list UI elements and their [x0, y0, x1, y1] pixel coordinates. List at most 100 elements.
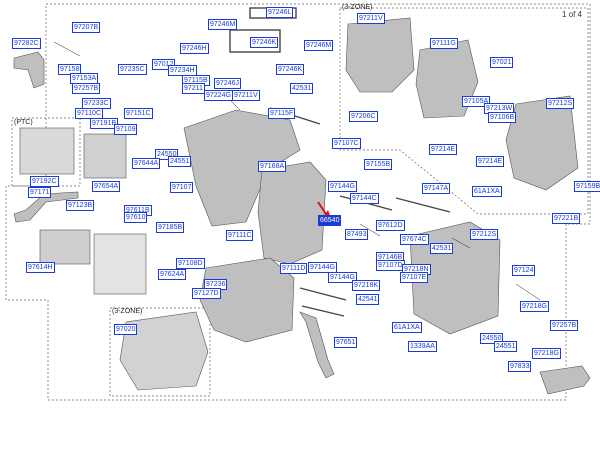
part-tag-97168a[interactable]: 97168A [258, 161, 287, 172]
part-tag-97224g[interactable]: 97224G [204, 90, 233, 101]
part-tag-97191b[interactable]: 97191B [90, 118, 119, 129]
part-tag-24550[interactable]: 24550 [155, 149, 179, 160]
part-tag-97107d[interactable]: 97107D [376, 260, 405, 271]
part-tag-97206c[interactable]: 97206C [349, 111, 378, 122]
part-tag-97218g[interactable]: 97218G [520, 301, 549, 312]
seal-frame-part [229, 29, 281, 53]
highlight-arrow [317, 201, 327, 215]
part-tag-24551-2[interactable]: 24551 [494, 341, 518, 352]
part-tag-97212s[interactable]: 97212S [546, 98, 575, 109]
part-tag-97654a[interactable]: 97654A [92, 181, 121, 192]
part-tag-42541[interactable]: 42541 [356, 294, 380, 305]
part-tag-97214e-2[interactable]: 97214E [476, 156, 505, 167]
part-tag-97221b[interactable]: 97221B [552, 213, 581, 224]
part-tag-97185b[interactable]: 97185B [156, 222, 185, 233]
zone-label-three-zone-top: (3-ZONE) [342, 4, 373, 11]
part-tag-97207b[interactable]: 97207B [72, 22, 101, 33]
part-tag-97246k[interactable]: 97246K [250, 37, 279, 48]
part-tag-97020[interactable]: 97020 [114, 324, 138, 335]
part-tag-61a1xa-2[interactable]: 61A1XA [392, 322, 422, 333]
three-zone-case-right-part [505, 95, 579, 191]
part-tag-24551[interactable]: 24551 [168, 156, 192, 167]
part-tag-97624a[interactable]: 97624A [158, 269, 187, 280]
part-tag-97106b[interactable]: 97106B [488, 112, 517, 123]
part-tag-97235c[interactable]: 97235C [118, 64, 147, 75]
part-tag-97211[interactable]: 97211 [182, 83, 205, 94]
part-tag-97246m[interactable]: 97246M [208, 19, 238, 30]
part-tag-97127d[interactable]: 97127D [192, 288, 221, 299]
part-tag-97108d[interactable]: 97108D [176, 258, 205, 269]
part-tag-42531[interactable]: 42531 [290, 83, 314, 94]
seal-strip-bottom2-part [301, 305, 345, 317]
page-indicator: 1 of 4 [561, 10, 582, 19]
part-tag-97246h[interactable]: 97246H [180, 43, 209, 54]
part-tag-42531-2[interactable]: 42531 [430, 243, 454, 254]
part-tag-87493[interactable]: 87493 [345, 229, 369, 240]
part-tag-97105a[interactable]: 97105A [462, 96, 491, 107]
outline-main [5, 3, 591, 401]
part-tag-97158[interactable]: 97158 [58, 64, 82, 75]
part-tag-97171[interactable]: 97171 [28, 187, 52, 198]
part-tag-97111d[interactable]: 97111D [280, 263, 308, 274]
part-tag-97155b[interactable]: 97155B [364, 159, 393, 170]
part-tag-97674c[interactable]: 97674C [400, 234, 429, 245]
part-tag-1339aa[interactable]: 1339AA [408, 341, 437, 352]
part-tag-24550-2[interactable]: 24550 [480, 333, 504, 344]
part-tag-97111c[interactable]: 97111C [226, 230, 254, 241]
part-tag-97644a[interactable]: 97644A [132, 158, 161, 169]
part-tag-97257b[interactable]: 97257B [72, 83, 101, 94]
part-tag-97144g-3[interactable]: 97144G [328, 272, 357, 283]
leader-line [359, 223, 381, 237]
defrost-duct-part [13, 51, 45, 89]
zone-label-three-zone-bottom: (3-ZONE) [112, 308, 143, 315]
part-tag-97218k[interactable]: 97218K [352, 280, 381, 291]
part-tag-61a1xa[interactable]: 61A1XA [472, 186, 502, 197]
three-zone-case-bottom-part [119, 311, 209, 391]
part-tag-97257b-2[interactable]: 97257B [550, 320, 579, 331]
part-tag-97144g[interactable]: 97144G [328, 181, 357, 192]
part-tag-97144g-2[interactable]: 97144G [308, 262, 337, 273]
part-tag-97115f[interactable]: 97115F [268, 108, 296, 119]
part-tag-97192c[interactable]: 97192C [30, 176, 59, 187]
heater-pipe-part [13, 191, 79, 223]
part-tag-97211v[interactable]: 97211V [232, 90, 260, 101]
part-tag-97211v-2[interactable]: 97211V [357, 13, 385, 24]
part-tag-97612d[interactable]: 97612D [376, 220, 405, 231]
part-tag-97021[interactable]: 97021 [490, 57, 514, 68]
part-tag-97282c[interactable]: 97282C [12, 38, 41, 49]
part-tag-97218g-2[interactable]: 97218G [532, 348, 561, 359]
part-tag-97111g[interactable]: 97111G [430, 38, 458, 49]
part-tag-97610[interactable]: 97610 [124, 212, 148, 223]
seal-strip-right-part [395, 197, 451, 213]
outline-ptc [11, 117, 81, 187]
part-tag-97614h[interactable]: 97614H [26, 262, 55, 273]
part-tag-97246m-2[interactable]: 97246M [304, 40, 334, 51]
part-tag-97246j[interactable]: 97246J [214, 78, 241, 89]
part-tag-97833[interactable]: 97833 [508, 361, 532, 372]
part-tag-97107c[interactable]: 97107C [332, 138, 361, 149]
drain-hose-part [299, 311, 335, 379]
part-tag-97012[interactable]: 97012 [152, 59, 176, 70]
part-tag-97124[interactable]: 97124 [512, 265, 536, 276]
zone-label-ptc: (PTC) [14, 119, 33, 126]
outline-three-zone-top [339, 7, 589, 215]
part-tag-97147a[interactable]: 97147A [422, 183, 451, 194]
part-tag-97246k-2[interactable]: 97246K [276, 64, 305, 75]
part-tag-97107[interactable]: 97107 [170, 182, 194, 193]
part-tag-97246l[interactable]: 97246L [266, 7, 294, 18]
evaporator-case-part [257, 161, 327, 265]
part-tag-97109[interactable]: 97109 [114, 124, 138, 135]
part-tag-97651[interactable]: 97651 [334, 337, 358, 348]
part-tag-66540-highlighted[interactable]: 66540 [318, 215, 342, 226]
part-tag-97144c[interactable]: 97144C [350, 193, 379, 204]
part-tag-97110c[interactable]: 97110C [75, 108, 104, 119]
part-tag-97107e[interactable]: 97107E [400, 272, 429, 283]
leader-line [53, 41, 81, 57]
rear-duct-part [539, 365, 591, 395]
part-tag-97123b[interactable]: 97123B [66, 200, 95, 211]
part-tag-97159b[interactable]: 97159B [574, 181, 600, 192]
part-tag-97214e[interactable]: 97214E [429, 144, 458, 155]
part-tag-97212s-2[interactable]: 97212S [470, 229, 499, 240]
part-tag-97151c[interactable]: 97151C [124, 108, 153, 119]
